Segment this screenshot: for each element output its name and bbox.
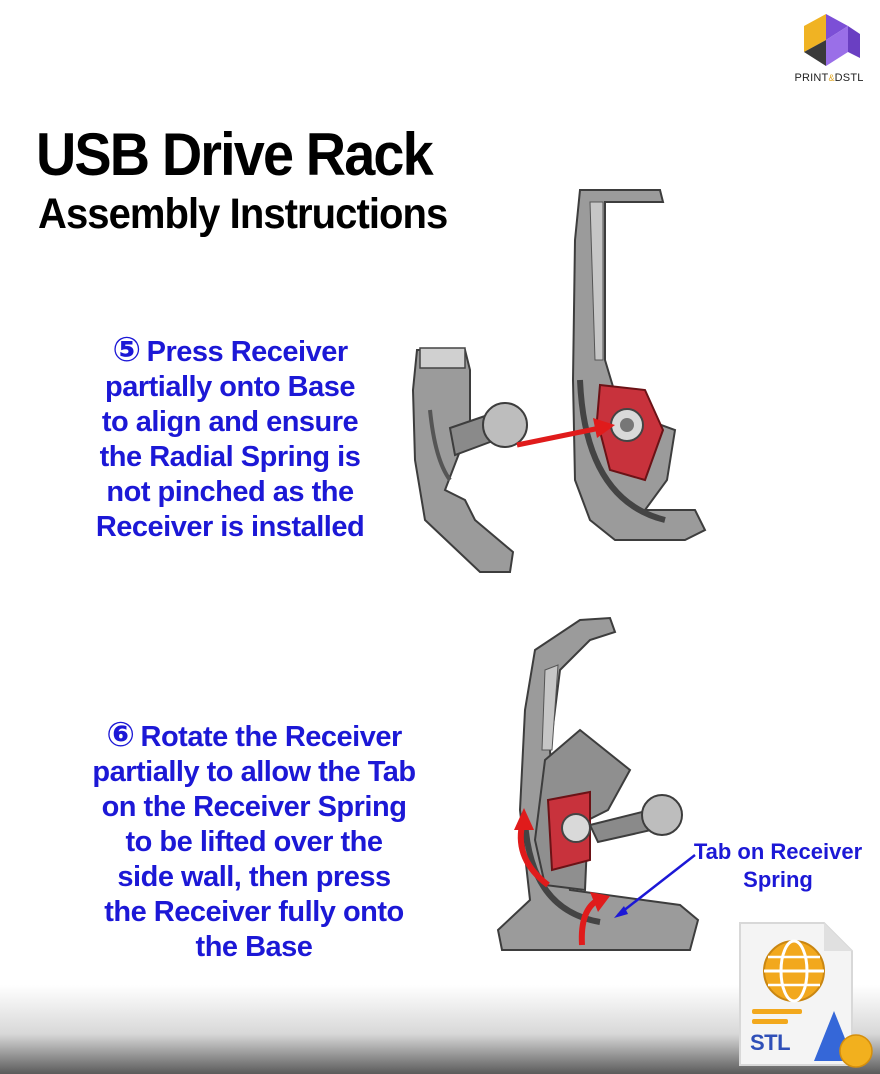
tab-callout: Tab on Receiver Spring bbox=[688, 838, 868, 894]
stl-file-icon bbox=[739, 922, 873, 1068]
step-5-line-5: not pinched as the bbox=[106, 476, 354, 508]
tab-callout-line-2: Spring bbox=[743, 867, 813, 892]
step-6-line-6: the Receiver fully onto bbox=[104, 896, 404, 928]
base-part bbox=[571, 189, 707, 541]
step-5-line-3: to align and ensure bbox=[101, 406, 359, 438]
step-6-line-2: partially to allow the Tab bbox=[92, 756, 416, 788]
step-5-line-4: the Radial Spring is bbox=[99, 441, 361, 473]
page-title: USB Drive Rack bbox=[36, 121, 434, 188]
tab-pointer-line bbox=[617, 854, 696, 916]
bottom-gradient bbox=[0, 985, 880, 1074]
tab-callout-line-1: Tab on Receiver bbox=[693, 839, 863, 864]
sphere-shape-icon bbox=[839, 1034, 873, 1068]
brand-logo: PRINT&DSTL bbox=[790, 12, 868, 84]
rotate-arrow bbox=[514, 808, 550, 888]
cube-logo-icon bbox=[804, 14, 860, 66]
insert-arrow bbox=[516, 418, 615, 448]
logo-text: PRINT&DSTL bbox=[794, 72, 864, 84]
step-5-illustration bbox=[411, 189, 707, 573]
step-6-line-5: side wall, then press bbox=[117, 861, 391, 893]
step-6-line-4: to be lifted over the bbox=[125, 826, 383, 858]
receiver-part bbox=[411, 347, 528, 573]
step-6-line-3: on the Receiver Spring bbox=[101, 791, 407, 823]
step-5-line-2: partially onto Base bbox=[105, 371, 355, 403]
step-6-line-7: the Base bbox=[195, 931, 313, 963]
page-subtitle: Assembly Instructions bbox=[38, 190, 448, 238]
step-5-number: ⑤ bbox=[112, 331, 141, 369]
stl-label: STL bbox=[750, 1030, 791, 1055]
step-6-number: ⑥ bbox=[106, 716, 135, 754]
step-5-line-6: Receiver is installed bbox=[95, 511, 365, 543]
step-6-illustration bbox=[496, 616, 700, 951]
rotated-receiver-part bbox=[533, 728, 683, 892]
globe-icon bbox=[763, 939, 825, 1003]
lift-arrow bbox=[578, 892, 610, 946]
tab-pointer-head bbox=[614, 906, 628, 918]
